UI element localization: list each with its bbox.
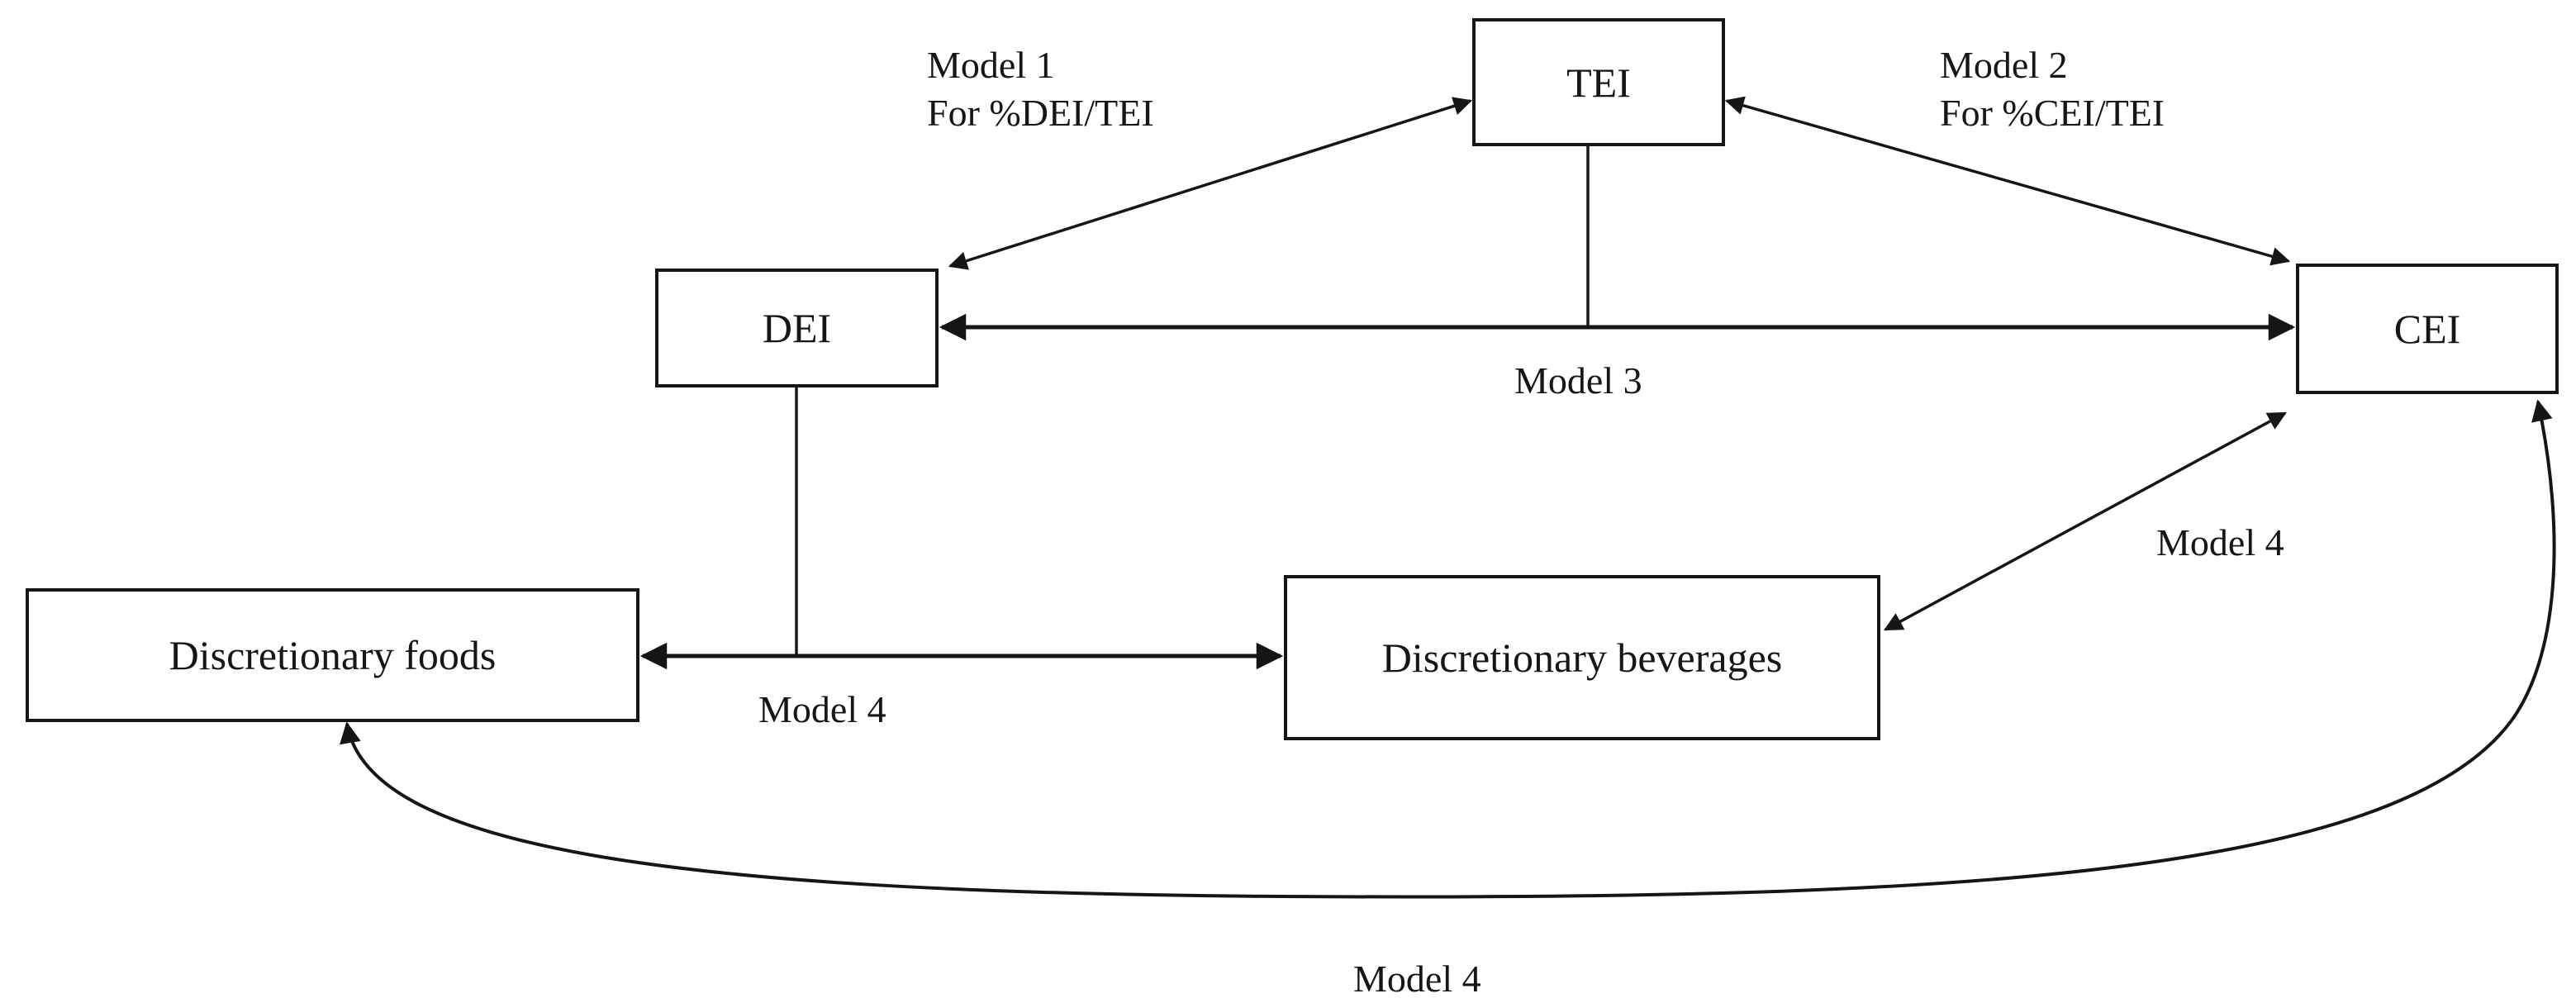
node-tei: TEI — [1472, 18, 1725, 146]
label-model3: Model 3 — [1514, 359, 1642, 402]
label-model1-line2: For %DEI/TEI — [927, 91, 1154, 134]
node-cei: CEI — [2296, 264, 2559, 394]
node-discretionary-beverages: Discretionary beverages — [1284, 575, 1880, 740]
label-model4-beverages-cei: Model 4 — [2156, 521, 2284, 563]
arrow-tei-dei — [948, 97, 1473, 270]
label-model4-foods-beverages: Model 4 — [758, 688, 886, 730]
label-model2: Model 2 For %CEI/TEI — [1940, 41, 2165, 137]
label-model1: Model 1 For %DEI/TEI — [927, 41, 1154, 137]
node-dei-label: DEI — [762, 305, 832, 351]
node-discretionary-foods: Discretionary foods — [26, 588, 639, 722]
node-discretionary-foods-label: Discretionary foods — [169, 632, 497, 678]
label-model1-line1: Model 1 — [927, 44, 1055, 86]
node-cei-label: CEI — [2393, 306, 2461, 352]
arrow-curve-foods-cei — [340, 399, 2556, 899]
node-dei: DEI — [655, 269, 939, 387]
node-tei-label: TEI — [1566, 59, 1631, 106]
label-model4-curve: Model 4 — [1353, 958, 1481, 1000]
node-discretionary-beverages-label: Discretionary beverages — [1381, 635, 1783, 681]
arrow-tei-cei — [1724, 96, 2291, 266]
label-model2-line1: Model 2 — [1940, 44, 2068, 86]
label-model2-line2: For %CEI/TEI — [1940, 91, 2165, 134]
